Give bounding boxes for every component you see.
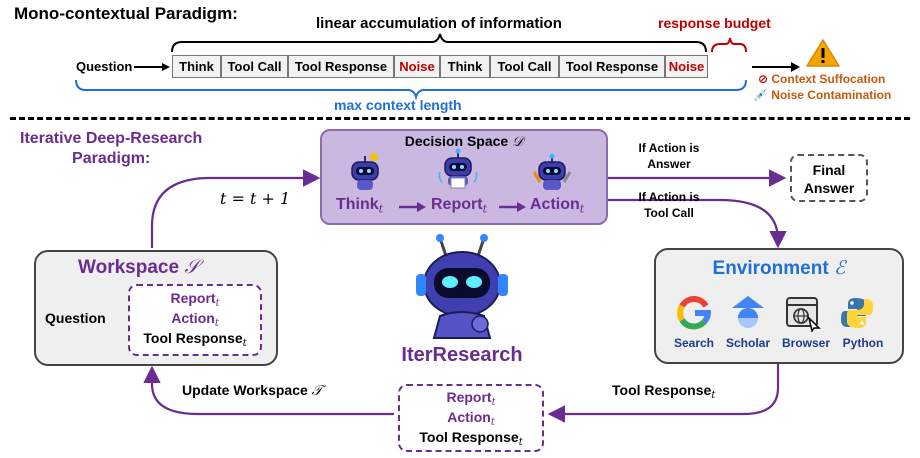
robot-think-icon: [351, 153, 379, 190]
decision-title: Decision Space 𝒟: [404, 133, 524, 150]
tool-search-label: Search: [673, 336, 715, 350]
seg-think-1: Think: [172, 55, 221, 78]
seg-toolresponse-2: Tool Response: [559, 55, 665, 78]
iter-title: Iterative Deep-Research Paradigm:: [20, 130, 203, 167]
warning-icon: [806, 39, 840, 67]
browser-icon: [786, 297, 821, 332]
mono-question: Question: [76, 59, 133, 74]
step-think: Thinkt: [336, 196, 384, 216]
bottom-report: Reportt: [446, 389, 496, 408]
linear-accumulation-label: linear accumulation of information: [316, 15, 562, 32]
step-arrow-2: [499, 202, 526, 212]
response-budget-label: response budget: [658, 15, 771, 31]
context-suffocation-warning: ⊘ Context Suffocation: [758, 72, 886, 86]
seg-toolcall-1: Tool Call: [221, 55, 288, 78]
max-context-label: max context length: [334, 97, 462, 113]
brand-label: IterResearch: [401, 344, 523, 366]
mono-title: Mono-contextual Paradigm:: [14, 4, 238, 23]
scholar-icon: [732, 296, 764, 328]
seg-noise-1: Noise: [394, 55, 440, 78]
iterresearch-robot-icon: [416, 234, 508, 339]
workspace-context: [128, 284, 262, 356]
step-report: Reportt: [431, 196, 488, 216]
seg-toolcall-2: Tool Call: [490, 55, 559, 78]
bottom-tool-response: Tool Responset: [419, 429, 523, 448]
seg-noise-2: Noise: [665, 55, 708, 78]
tool-response-label: Tool Responset: [612, 382, 716, 401]
noise-contamination-warning: 💉 Noise Contamination: [753, 88, 892, 102]
tool-python-label: Python: [842, 336, 884, 350]
bottom-context-box: [398, 384, 544, 452]
step-action: Actiont: [530, 196, 585, 216]
workspace-title: Workspace 𝒮: [78, 256, 200, 278]
syringe-icon: 💉: [753, 88, 772, 102]
tool-browser-label: Browser: [781, 336, 831, 350]
no-entry-icon: ⊘: [758, 72, 772, 86]
environment-title: Environment ℰ: [712, 257, 846, 279]
workspace-tool-response: Tool Responset: [143, 330, 247, 349]
google-search-icon: [677, 296, 711, 330]
update-eq: t = t + 1: [220, 189, 291, 208]
python-icon: [841, 298, 873, 328]
workspace-report: Reportt: [170, 290, 220, 309]
seg-toolresponse-1: Tool Response: [288, 55, 394, 78]
workspace-action: Actiont: [171, 310, 219, 329]
workspace-question: Question: [45, 310, 106, 326]
divider: [10, 117, 910, 120]
step-arrow-1: [399, 202, 426, 212]
bottom-action: Actiont: [447, 409, 495, 428]
tool-scholar-label: Scholar: [725, 336, 770, 350]
update-workspace-label: Update Workspace 𝒯: [182, 382, 323, 399]
robot-report-icon: [438, 148, 478, 189]
robot-action-icon: [532, 153, 572, 190]
seg-think-2: Think: [440, 55, 490, 78]
mono-braces: [75, 33, 800, 101]
